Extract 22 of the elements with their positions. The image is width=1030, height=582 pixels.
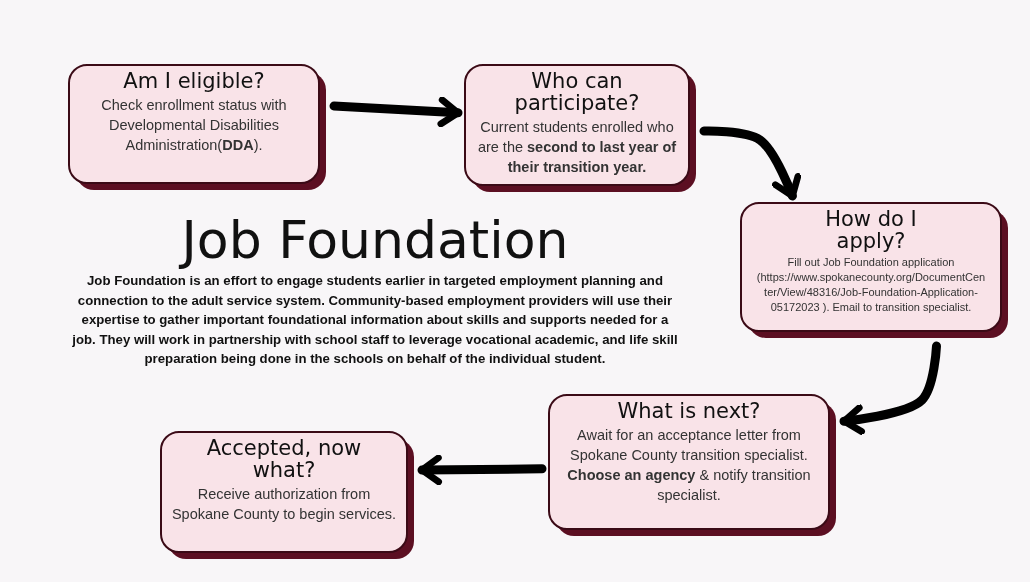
description-text: Job Foundation is an effort to engage students earlier in targeted employment planning and connection to the adult service system. Community-based employment providers will use their expertise to gather important foundational information about skills and supports needed for a job. They will work in partnership with school staff to leverage vocational academic, and life skill preparation being done in the schools on behalf of the individual student. xyxy=(72,272,678,368)
card-heading: What is next? xyxy=(617,400,761,422)
card-heading: Am I eligible? xyxy=(123,70,265,92)
step-card xyxy=(160,431,416,561)
arrow xyxy=(839,341,941,435)
step-card xyxy=(68,64,328,192)
card-text: Current students enrolled who are the second to last year of their transition year. xyxy=(476,118,678,177)
title: Job Foundation xyxy=(110,210,640,270)
card-text: Receive authorization from Spokane County to begin services. xyxy=(170,485,398,524)
card-text: Choose an agency & notify transition specialist. xyxy=(566,466,812,505)
card-text: Check enrollment status with Developmental Disabilities Administration(DDA). xyxy=(100,96,288,155)
card-text: Await for an acceptance letter from Spokane County transition specialist. xyxy=(569,426,809,465)
arrow xyxy=(417,454,547,486)
card-heading: Who can participate? xyxy=(513,70,641,114)
card-heading: How do I apply? xyxy=(824,208,918,252)
card-text: Fill out Job Foundation application (https://www.spokanecounty.org/DocumentCenter/View/48316/Job-Foundation-Application-05172023 ). Email to transition specialist. xyxy=(755,255,987,315)
step-card xyxy=(464,64,698,194)
step-card xyxy=(548,394,838,538)
arrow xyxy=(329,96,463,128)
step-card xyxy=(740,202,1010,340)
card-heading: Accepted, now what? xyxy=(205,437,363,481)
arrow xyxy=(699,126,802,201)
